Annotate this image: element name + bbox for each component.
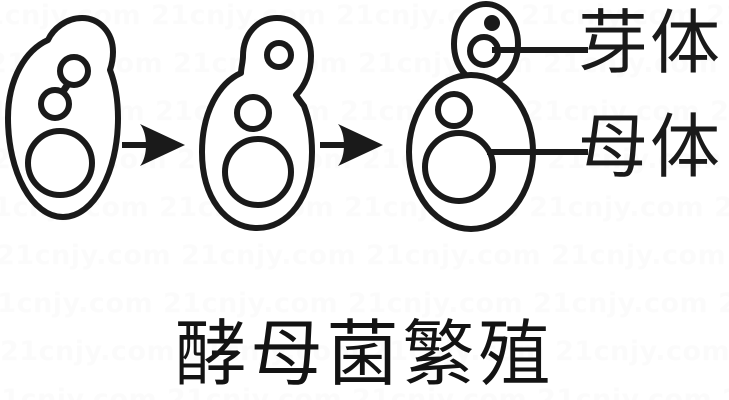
stage-2-cell [199,15,315,231]
stage2-vacuole [222,136,294,208]
stage-1-cell [5,15,121,220]
stage2-bud-nucleus [264,40,294,70]
stage3-mother-nucleus [435,91,473,129]
figure-caption: 酵母菌繁殖 [174,312,555,396]
leader-line-mother [487,149,588,155]
stage1-nucleus-lower [38,87,72,121]
stage3-bud-granule [484,15,500,31]
stage1-nucleus-upper [57,54,91,88]
arrow-stage1-to-stage2 [122,124,185,166]
label-bud: 芽体 [578,2,722,84]
leader-line-bud [492,47,588,53]
stage-3-cell [406,1,536,232]
label-mother: 母体 [578,106,722,188]
stage2-mother-nucleus [234,94,272,132]
stage3-vacuole [422,130,496,204]
arrow-stage2-to-stage3 [320,124,383,166]
stage1-vacuole [25,128,95,198]
leader-lines [487,47,588,155]
